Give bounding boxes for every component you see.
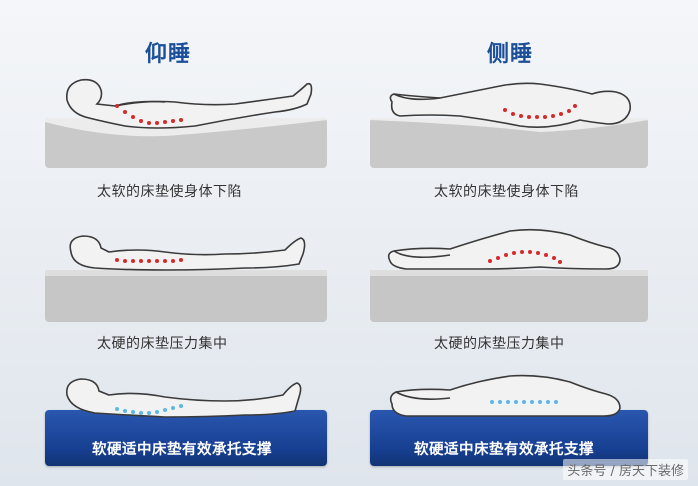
spine-dots-hard-supine xyxy=(115,258,183,263)
caption-side-hard: 太硬的床垫压力集中 xyxy=(434,336,565,352)
spine-dots-medium-supine xyxy=(115,404,183,415)
spine-dots-medium-side xyxy=(490,400,558,404)
caption-supine-soft: 太软的床垫使身体下陷 xyxy=(97,184,242,200)
person-side-hard xyxy=(387,228,621,270)
title-supine: 仰睡 xyxy=(145,42,192,67)
caption-side-soft: 太软的床垫使身体下陷 xyxy=(434,184,579,200)
mattress-hard-side xyxy=(370,270,648,322)
person-side-medium xyxy=(389,374,621,417)
caption-supine-medium: 软硬适中床垫有效承托支撑 xyxy=(92,442,272,458)
spine-dots-hard-side xyxy=(488,250,562,264)
mattress-hard-supine xyxy=(45,270,327,322)
mattress-medium-side xyxy=(370,410,648,466)
person-side-soft xyxy=(389,82,632,128)
side-soft-illustration xyxy=(370,82,648,168)
spine-dots-soft-side xyxy=(503,104,577,119)
supine-medium-illustration xyxy=(65,378,302,418)
spine-dots-soft-supine xyxy=(115,104,183,125)
supine-soft-illustration xyxy=(45,78,327,168)
person-supine-hard xyxy=(69,235,306,271)
mattress-soft-side xyxy=(370,118,648,168)
mattress-medium-supine xyxy=(45,410,327,466)
side-hard-illustration xyxy=(370,228,648,322)
side-medium-illustration xyxy=(389,374,621,417)
person-supine-medium xyxy=(65,378,302,418)
caption-side-medium: 软硬适中床垫有效承托支撑 xyxy=(414,442,594,458)
title-side: 侧睡 xyxy=(487,42,534,67)
supine-hard-illustration xyxy=(45,235,327,322)
watermark: 头条号 / 房天下装修 xyxy=(563,459,688,480)
caption-supine-hard: 太硬的床垫压力集中 xyxy=(97,336,228,352)
